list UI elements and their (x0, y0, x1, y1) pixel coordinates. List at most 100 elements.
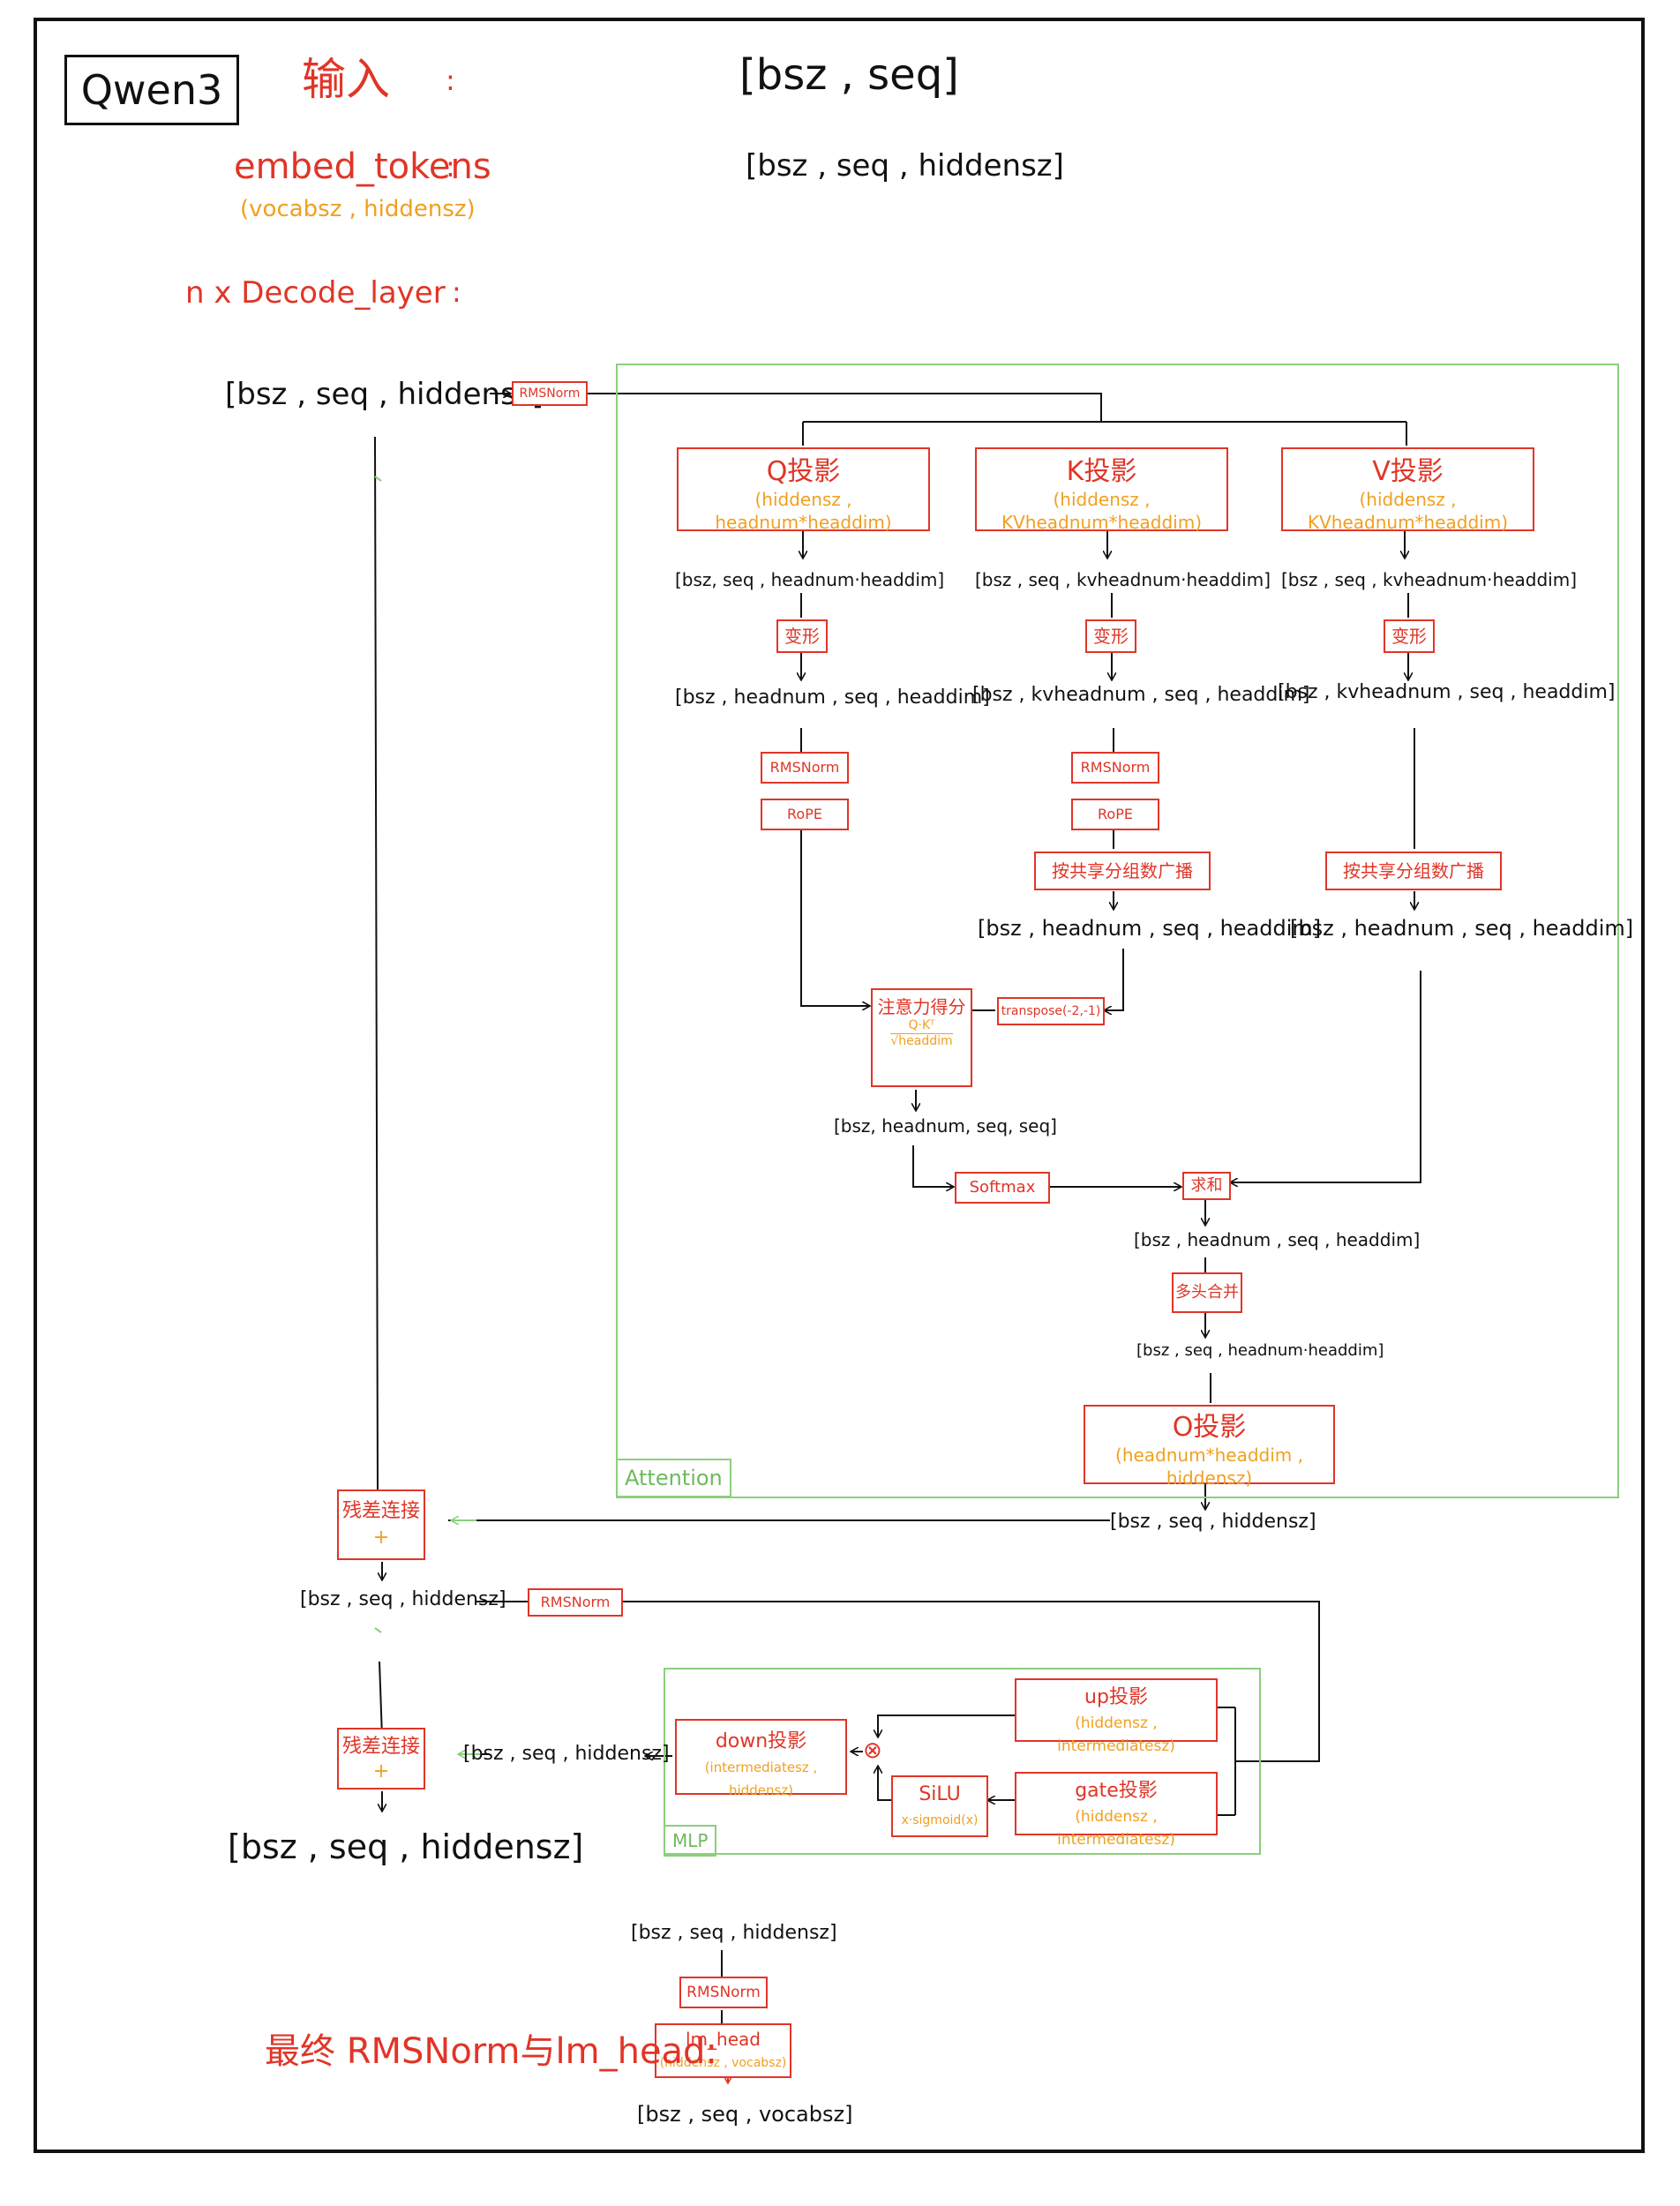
residual-2-box: 残差连接 + (337, 1728, 425, 1790)
rmsnorm-mlp-label: RMSNorm (540, 1594, 611, 1610)
final-rmsnorm-box: RMSNorm (679, 1977, 768, 2008)
final-rmsnorm-label: RMSNorm (686, 1984, 761, 2001)
q-shape-2: [bsz , headnum , seq , headdim] (675, 687, 990, 709)
v-proj-box: V投影 (hiddensz , KVheadnum*headdim) (1281, 447, 1534, 533)
q-reshape-label: 变形 (784, 626, 820, 647)
k-shape-3: [bsz , headnum , seq , headdim] (978, 916, 1322, 941)
q-rope-box: RoPE (761, 799, 849, 830)
residual-1-title: 残差连接 (341, 1500, 420, 1522)
transpose-box: transpose(-2,-1) (997, 997, 1105, 1025)
softmax-label: Softmax (969, 1178, 1036, 1197)
down-proj-box: down投影 (intermediatesz , hiddensz) (675, 1719, 847, 1798)
v-proj-params: (hiddensz , KVheadnum*headdim) (1307, 489, 1509, 533)
v-shape-3: [bsz , headnum , seq , headdim] (1290, 916, 1634, 941)
q-rope-label: RoPE (787, 806, 822, 822)
k-proj-box: K投影 (hiddensz , KVheadnum*headdim) (975, 447, 1228, 533)
lm-head-box: lm_head (hiddensz , vocabsz) (655, 2023, 791, 2078)
down-proj-title: down投影 (715, 1730, 807, 1752)
input-colon: : (446, 64, 455, 97)
q-reshape-box: 变形 (776, 619, 828, 653)
k-reshape-box: 变形 (1085, 619, 1136, 653)
final-label: 最终 RMSNorm与lm_head: (265, 2031, 717, 2072)
residual-1-shape: [bsz , seq , hiddensz] (300, 1588, 506, 1610)
v-broadcast-box: 按共享分组数广播 (1325, 852, 1502, 890)
q-proj-title: Q投影 (766, 456, 841, 487)
embed-colon: : (446, 150, 455, 184)
v-shape-2: [bsz , kvheadnum , seq , headdim] (1278, 681, 1616, 703)
k-rmsnorm-label: RMSNorm (1080, 759, 1151, 776)
gate-proj-box: gate投影 (hiddensz , intermediatesz) (1015, 1772, 1218, 1849)
rmsnorm-mlp-box: RMSNorm (528, 1588, 623, 1617)
k-broadcast-label: 按共享分组数广播 (1052, 860, 1193, 882)
silu-formula: x·sigmoid(x) (901, 1813, 979, 1827)
down-proj-params: (intermediatesz , hiddensz) (704, 1760, 818, 1798)
v-reshape-box: 变形 (1384, 619, 1435, 653)
v-broadcast-label: 按共享分组数广播 (1343, 860, 1484, 882)
score-shape: [bsz, headnum, seq, seq] (834, 1115, 1057, 1137)
decode-colon: : (452, 275, 461, 309)
k-proj-title: K投影 (1066, 456, 1137, 487)
lm-head-params: (hiddensz , vocabsz) (659, 2056, 787, 2070)
up-proj-title: up投影 (1084, 1686, 1148, 1708)
up-proj-box: up投影 (hiddensz , intermediatesz) (1015, 1678, 1218, 1755)
o-proj-title: O投影 (1172, 1412, 1247, 1443)
gate-proj-title: gate投影 (1075, 1780, 1158, 1802)
residual-1-box: 残差连接 + (337, 1489, 425, 1560)
input-shape: [bsz , seq] (739, 50, 959, 100)
final-input-shape: [bsz , seq , hiddensz] (631, 1922, 837, 1944)
mlp-tag: MLP (664, 1825, 717, 1857)
input-label: 输入 (302, 54, 390, 105)
v-proj-title: V投影 (1372, 456, 1444, 487)
attn-score-formula: Q·Kᵀ √headdim (890, 1018, 953, 1049)
mlp-out-shape: [bsz , seq , hiddensz] (463, 1743, 670, 1765)
weighted-sum-box: 求和 (1182, 1172, 1231, 1200)
q-proj-box: Q投影 (hiddensz , headnum*headdim) (677, 447, 930, 533)
k-rope-box: RoPE (1071, 799, 1159, 830)
residual-2-title: 残差连接 (341, 1736, 420, 1758)
merge-heads-label: 多头合并 (1175, 1283, 1239, 1302)
embed-params: (vocabsz , hiddensz) (240, 196, 476, 222)
o-proj-params: (headnum*headdim , hiddensz) (1115, 1444, 1303, 1489)
attn-score-box: 注意力得分 Q·Kᵀ √headdim (871, 988, 972, 1087)
q-shape-1: [bsz, seq , headnum·headdim] (675, 569, 945, 590)
transpose-label: transpose(-2,-1) (1001, 1004, 1101, 1018)
decode-label: n x Decode_layer (185, 275, 446, 311)
embed-shape: [bsz , seq , hiddensz] (746, 148, 1064, 184)
final-output-shape: [bsz , seq , vocabsz] (637, 2102, 853, 2127)
page-title: Qwen3 (80, 66, 223, 114)
silu-title: SiLU (919, 1783, 961, 1805)
k-reshape-label: 变形 (1093, 626, 1129, 647)
v-reshape-label: 变形 (1391, 626, 1427, 647)
attn-out-shape: [bsz , seq , hiddensz] (1110, 1511, 1316, 1533)
multiply-icon: ⊗ (863, 1737, 882, 1764)
attn-score-num: Q·Kᵀ (890, 1018, 953, 1034)
k-broadcast-box: 按共享分组数广播 (1034, 852, 1211, 890)
merge-heads-box: 多头合并 (1172, 1272, 1242, 1313)
lm-head-title: lm_head (686, 2029, 761, 2050)
silu-box: SiLU x·sigmoid(x) (891, 1775, 988, 1837)
k-shape-2: [bsz , kvheadnum , seq , headdim] (972, 684, 1310, 706)
k-rmsnorm-box: RMSNorm (1071, 752, 1159, 784)
title-box: Qwen3 (64, 55, 239, 125)
q-rmsnorm-box: RMSNorm (761, 752, 849, 784)
attention-tag: Attention (616, 1459, 731, 1497)
weighted-sum-label: 求和 (1190, 1176, 1223, 1195)
k-proj-params: (hiddensz , KVheadnum*headdim) (1001, 489, 1203, 533)
page-frame (34, 18, 1645, 2153)
residual-1-plus-icon: + (372, 1527, 390, 1549)
up-proj-params: (hiddensz , intermediatesz) (1057, 1715, 1175, 1755)
mlp-block (664, 1668, 1261, 1855)
attention-block (616, 364, 1619, 1498)
q-proj-params: (hiddensz , headnum*headdim) (715, 489, 892, 533)
k-rope-label: RoPE (1098, 806, 1133, 822)
decode-input-shape: [bsz , seq , hiddensz] (225, 377, 544, 412)
k-shape-1: [bsz , seq , kvheadnum·headdim] (975, 569, 1271, 590)
gate-proj-params: (hiddensz , intermediatesz) (1057, 1808, 1175, 1849)
decode-output-shape: [bsz , seq , hiddensz] (228, 1827, 584, 1866)
rmsnorm-attention-label: RMSNorm (519, 386, 581, 401)
merge-shape: [bsz , seq , headnum·headdim] (1136, 1341, 1384, 1360)
q-rmsnorm-label: RMSNorm (769, 759, 840, 776)
rmsnorm-attention-box: RMSNorm (512, 381, 588, 406)
o-proj-box: O投影 (headnum*headdim , hiddensz) (1084, 1405, 1335, 1489)
